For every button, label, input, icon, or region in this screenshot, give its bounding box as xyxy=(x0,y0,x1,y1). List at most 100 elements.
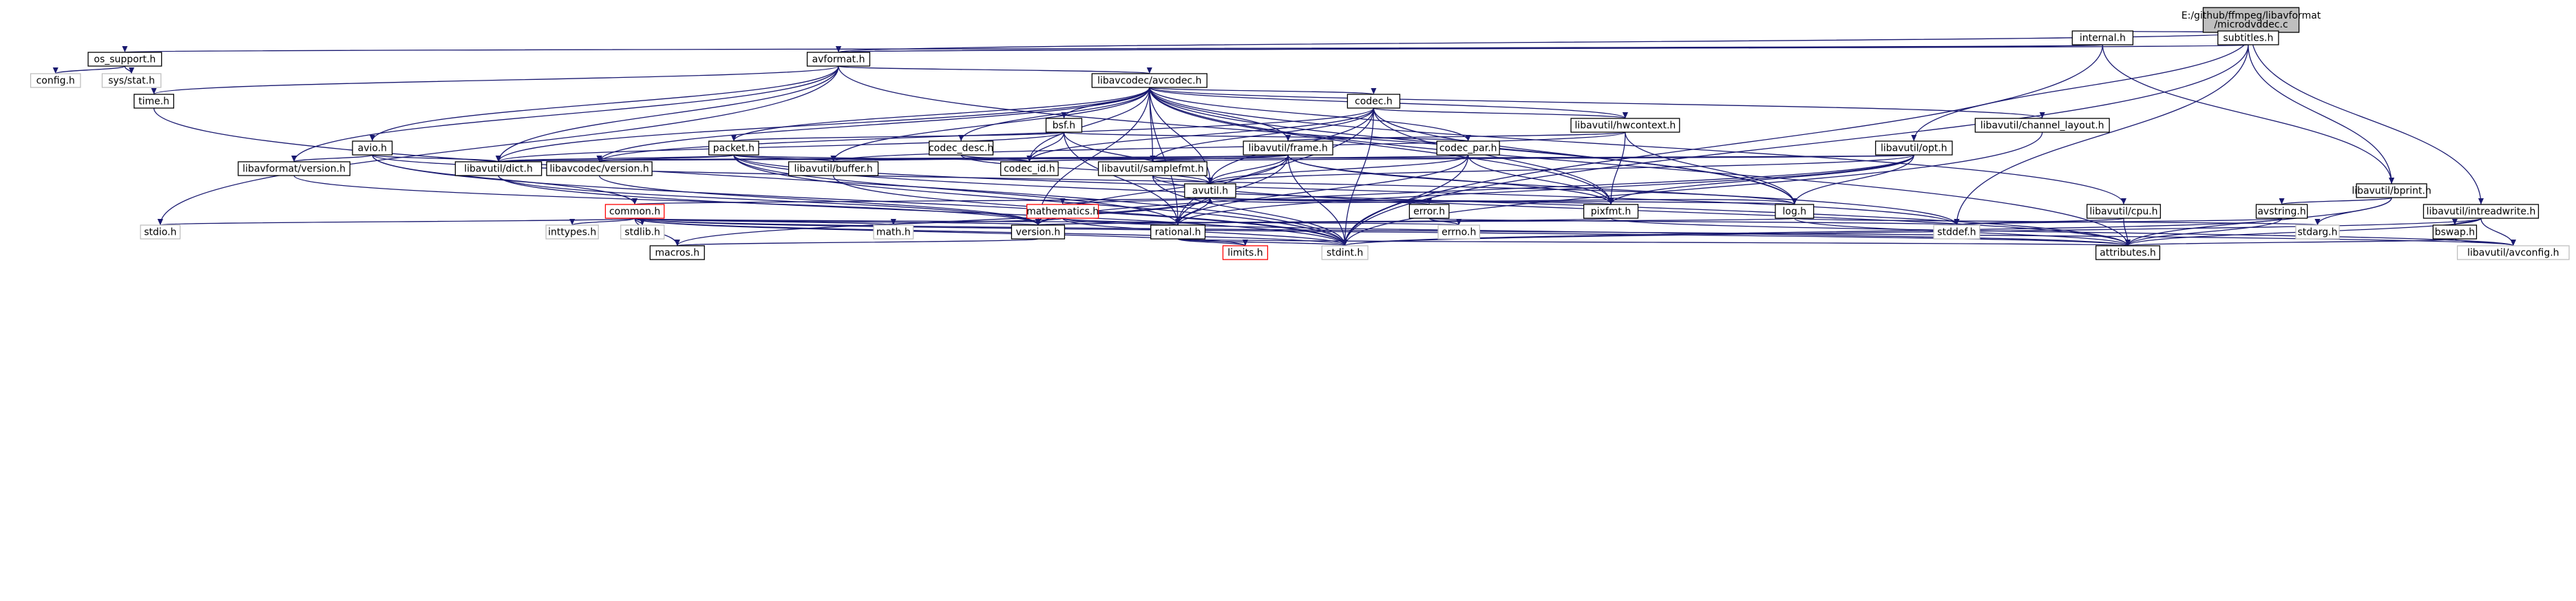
node-codec_par-box xyxy=(1436,140,1500,156)
node-codec[interactable]: codec.h xyxy=(1347,94,1401,109)
edge-bswap-to-avconfig xyxy=(2454,238,2516,246)
edge-avio-to-stdint xyxy=(372,154,1348,246)
node-channel_layout-box xyxy=(1974,118,2110,133)
node-frame-label: libavutil/frame.h xyxy=(1248,143,1327,154)
node-inttypes: inttypes.h xyxy=(545,224,599,240)
edge-common-to-attributes xyxy=(634,218,2130,246)
node-attributes[interactable]: attributes.h xyxy=(2095,245,2161,260)
node-common-label: common.h xyxy=(609,207,660,218)
node-hwcontext[interactable]: libavutil/hwcontext.h xyxy=(1570,118,1680,133)
node-cpu-label: libavutil/cpu.h xyxy=(2089,207,2157,218)
edge-avformat-to-stdio xyxy=(157,65,839,226)
edge-avformat-to-avcodec xyxy=(838,65,1152,74)
edge-avcodec-to-pixfmt xyxy=(1149,87,1614,205)
node-version[interactable]: version.h xyxy=(1011,224,1066,240)
edge-opt-to-pixfmt xyxy=(1608,154,1914,205)
node-stdlib-box xyxy=(620,224,665,240)
node-bsf[interactable]: bsf.h xyxy=(1045,118,1083,133)
node-macros[interactable]: macros.h xyxy=(649,245,705,260)
edge-avcodec-to-codec xyxy=(1149,87,1376,95)
node-avstring[interactable]: avstring.h xyxy=(2255,204,2308,219)
node-channel_layout[interactable]: libavutil/channel_layout.h xyxy=(1974,118,2110,133)
node-samplefmt[interactable]: libavutil/samplefmt.h xyxy=(1097,161,1207,176)
node-avio-label: avio.h xyxy=(358,143,387,154)
edge-avcodec-to-codec_version xyxy=(596,87,1150,162)
node-config: config.h xyxy=(30,73,81,88)
node-avcodec[interactable]: libavcodec/avcodec.h xyxy=(1091,73,1207,88)
node-bswap-label: bswap.h xyxy=(2435,227,2475,238)
node-log[interactable]: log.h xyxy=(1775,204,1815,219)
node-cpu-box xyxy=(2086,204,2161,219)
node-log-box xyxy=(1775,204,1815,219)
edge-version-to-macros xyxy=(675,238,1039,246)
edge-root-to-opt xyxy=(1911,32,2252,142)
node-codec_par-label: codec_par.h xyxy=(1439,143,1497,154)
node-stdio: stdio.h xyxy=(140,224,181,240)
node-os_support[interactable]: os_support.h xyxy=(87,52,162,67)
node-dict[interactable]: libavutil/dict.h xyxy=(454,161,542,176)
node-pixfmt[interactable]: pixfmt.h xyxy=(1583,204,1639,219)
edge-avcodec-to-codec_desc xyxy=(958,87,1150,142)
node-errno: errno.h xyxy=(1437,224,1481,240)
node-avio[interactable]: avio.h xyxy=(352,140,393,156)
edge-intreadwrite-to-bswap xyxy=(2452,218,2482,226)
node-mathematics[interactable]: mathematics.h xyxy=(1026,204,1099,219)
node-codec_id[interactable]: codec_id.h xyxy=(1000,161,1059,176)
node-cpu[interactable]: libavutil/cpu.h xyxy=(2086,204,2161,219)
node-dict-box xyxy=(454,161,542,176)
node-intreadwrite[interactable]: libavutil/intreadwrite.h xyxy=(2422,204,2540,219)
node-buffer-label: libavutil/buffer.h xyxy=(794,164,873,175)
node-fmt_version[interactable]: libavformat/version.h xyxy=(237,161,351,176)
node-avformat[interactable]: avformat.h xyxy=(806,52,871,67)
edge-avcodec-to-cpu xyxy=(1149,87,2126,205)
node-root[interactable]: E:/github/ffmpeg/libavformat/microdvddec… xyxy=(2182,7,2321,33)
edge-avcodec-to-packet xyxy=(731,87,1150,142)
edge-subtitles-to-avformat xyxy=(838,44,2249,53)
node-errno-label: errno.h xyxy=(1442,227,1476,238)
edge-avformat-to-fmt_version xyxy=(291,65,839,162)
node-bswap[interactable]: bswap.h xyxy=(2432,224,2478,240)
edge-bprint-to-avstring xyxy=(2279,197,2392,205)
node-codec_version[interactable]: libavcodec/version.h xyxy=(546,161,653,176)
node-buffer[interactable]: libavutil/buffer.h xyxy=(788,161,879,176)
node-root-box xyxy=(2202,7,2300,33)
node-packet-box xyxy=(708,140,759,156)
node-packet[interactable]: packet.h xyxy=(708,140,759,156)
node-codec_desc-label: codec_desc.h xyxy=(929,143,993,154)
node-common[interactable]: common.h xyxy=(604,204,665,219)
edge-avcodec-to-buffer xyxy=(830,87,1150,162)
edge-dict-to-version xyxy=(498,175,1041,226)
node-opt[interactable]: libavutil/opt.h xyxy=(1875,140,1953,156)
edge-log-to-version xyxy=(1036,218,1795,226)
edge-log-to-avutil xyxy=(1207,197,1795,205)
node-error[interactable]: error.h xyxy=(1408,204,1450,219)
node-codec_par[interactable]: codec_par.h xyxy=(1436,140,1500,156)
node-frame[interactable]: libavutil/frame.h xyxy=(1243,140,1333,156)
node-avio-box xyxy=(352,140,393,156)
node-internal[interactable]: internal.h xyxy=(2071,30,2134,45)
edge-avio-to-dict xyxy=(372,154,501,162)
node-codec_desc[interactable]: codec_desc.h xyxy=(929,140,993,156)
node-fmt_version-label: libavformat/version.h xyxy=(242,164,346,175)
node-stdint: stdint.h xyxy=(1321,245,1369,260)
edge-frame-to-stddef xyxy=(1287,154,1960,226)
node-time[interactable]: time.h xyxy=(134,94,174,109)
node-rational[interactable]: rational.h xyxy=(1150,224,1206,240)
node-limits[interactable]: limits.h xyxy=(1222,245,1269,260)
node-mathematics-label: mathematics.h xyxy=(1026,207,1099,218)
node-bprint[interactable]: libavutil/bprint.h xyxy=(2352,183,2431,198)
node-subtitles[interactable]: subtitles.h xyxy=(2217,30,2279,45)
edge-opt-to-samplefmt xyxy=(1151,154,1914,162)
edge-avformat-to-time xyxy=(151,65,839,95)
node-stddef-label: stddef.h xyxy=(1937,227,1976,238)
node-bprint-box xyxy=(2356,183,2427,198)
node-layer: E:/github/ffmpeg/libavformat/microdvddec… xyxy=(30,7,2570,260)
node-fmt_version-box xyxy=(237,161,351,176)
node-avutil[interactable]: avutil.h xyxy=(1184,183,1236,198)
node-attributes-box xyxy=(2095,245,2161,260)
edge-codec_desc-to-avutil xyxy=(960,154,1213,184)
node-avutil-box xyxy=(1184,183,1236,198)
node-codec-box xyxy=(1347,94,1401,109)
node-intreadwrite-box xyxy=(2422,204,2540,219)
